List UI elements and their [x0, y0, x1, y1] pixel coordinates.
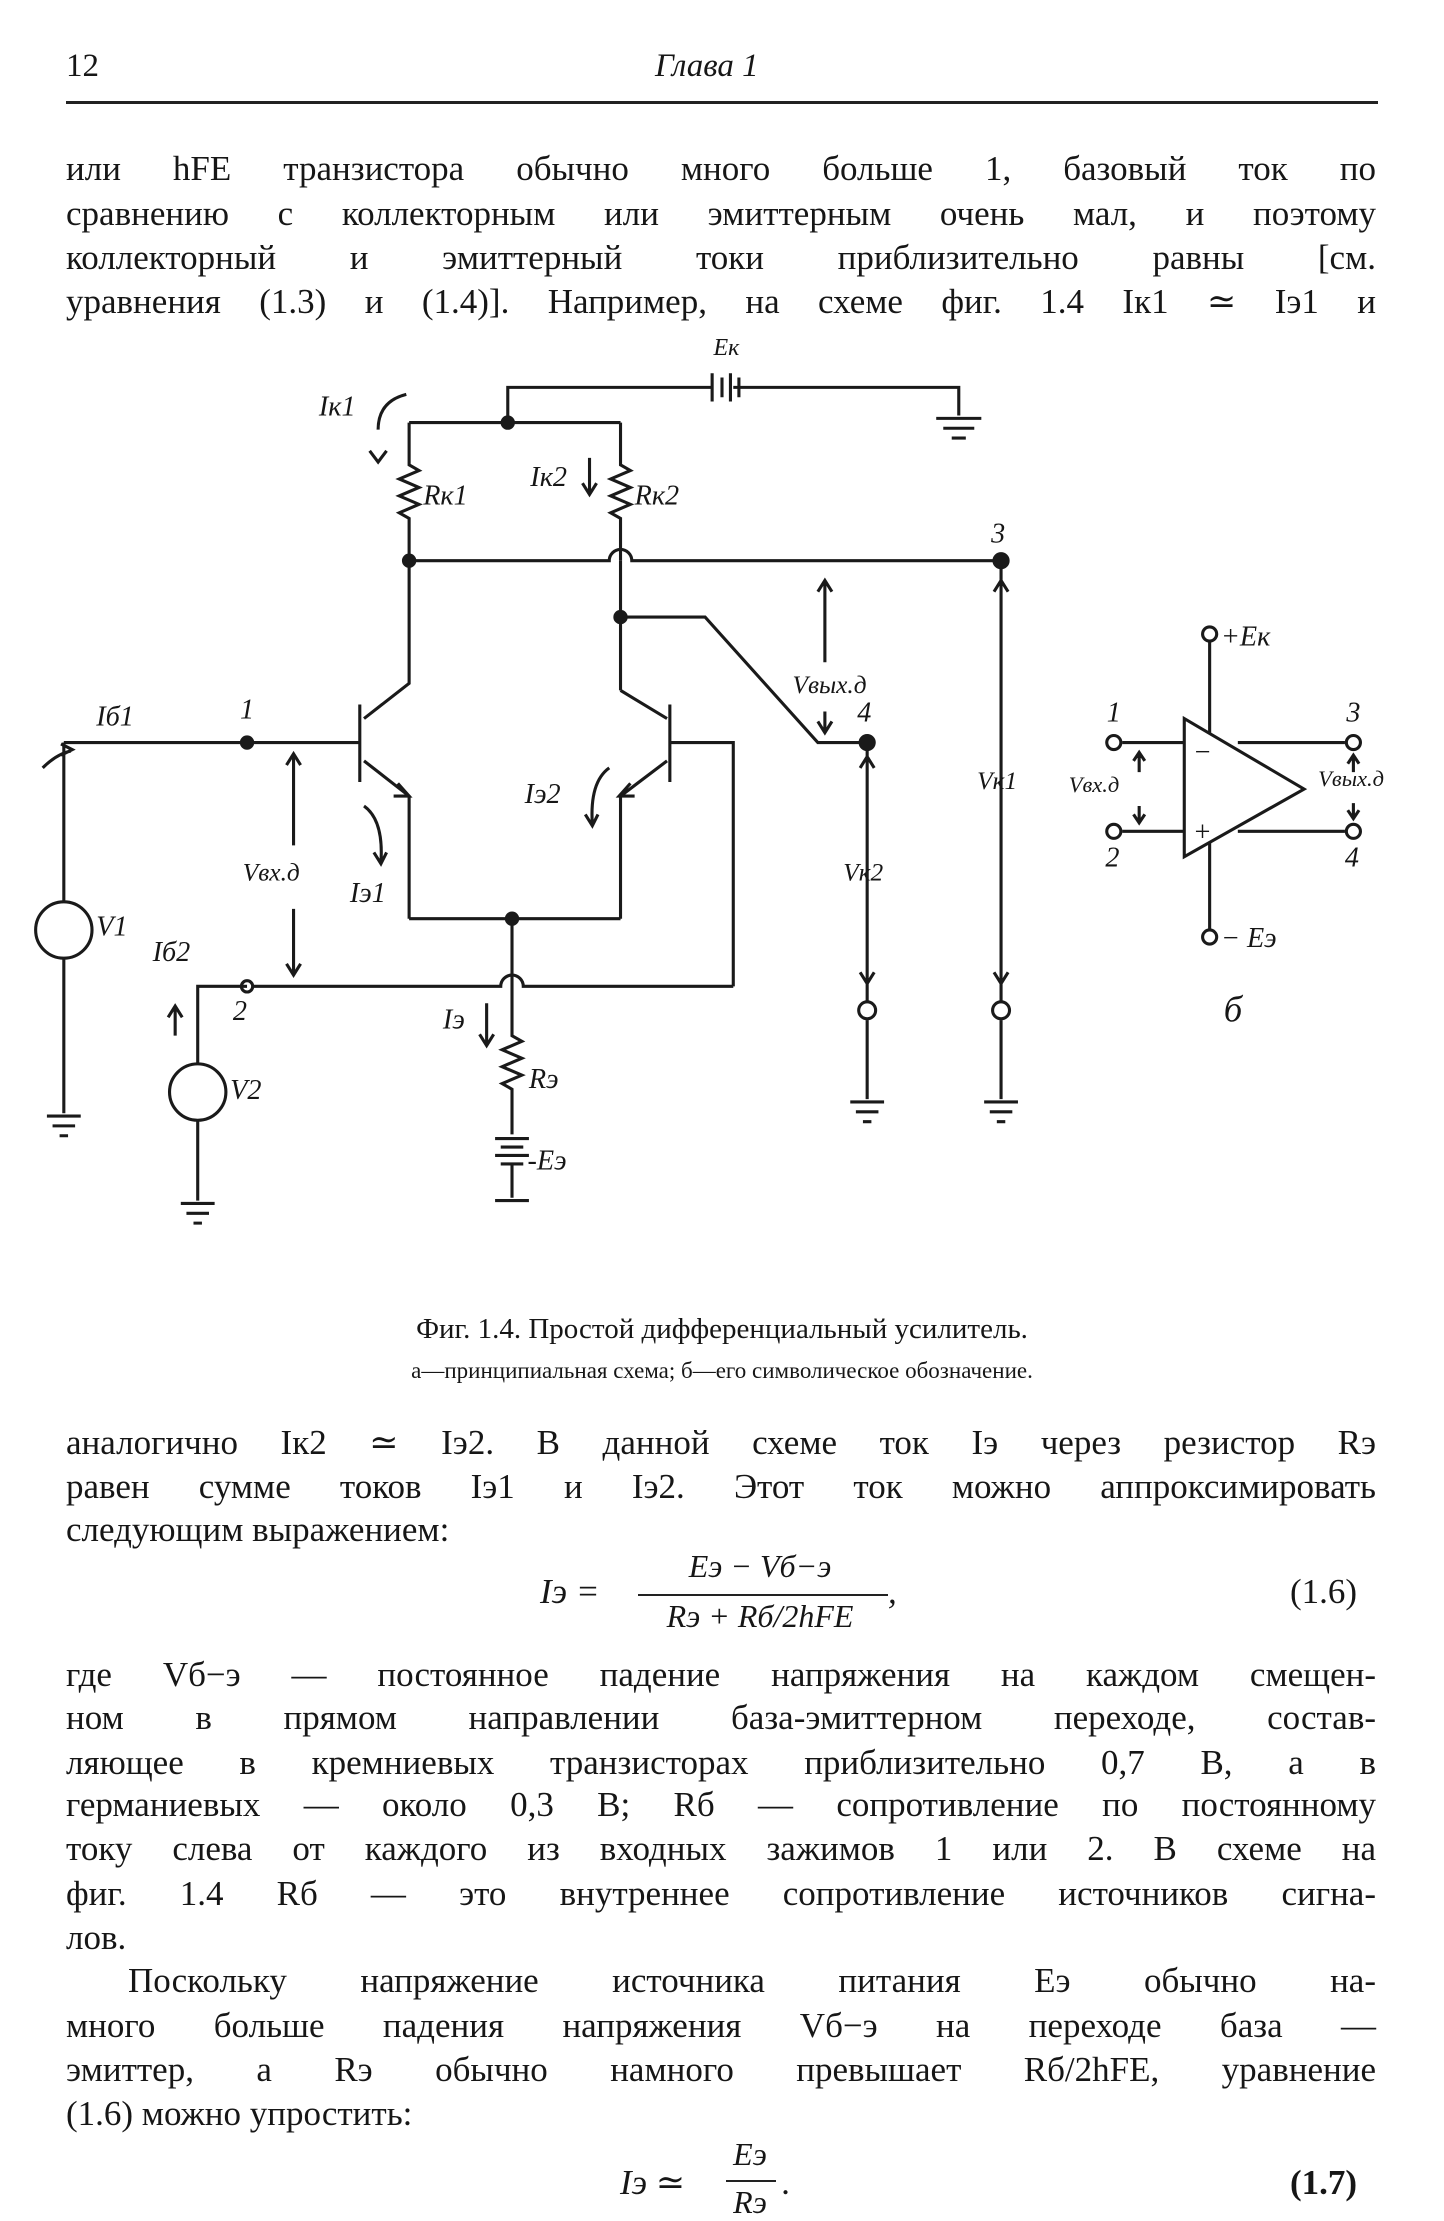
label-node-1: 1 — [240, 695, 254, 726]
label-ik2: Iк2 — [529, 462, 567, 493]
figure-caption-title: Фиг. 1.4. Простой дифференциальный усили… — [416, 1313, 1028, 1345]
body-line: фиг. 1.4 Rб — это внутреннее сопротивлен… — [66, 1874, 1376, 1913]
page-number: 12 — [66, 48, 99, 84]
label-re: Rэ — [528, 1064, 559, 1095]
body-line: сравнению с коллекторным или эмиттерным … — [66, 194, 1376, 233]
inverting-sign: − — [1193, 737, 1212, 768]
label-vin: Vвх.д — [243, 859, 300, 887]
body-line: (1.6) можно упростить: — [66, 2094, 413, 2133]
label-ek: Eк — [713, 335, 741, 361]
body-line: эмиттер, а Rэ обычно намного превышает R… — [66, 2050, 1376, 2089]
body-line: току слева от каждого из входных зажимов… — [66, 1829, 1376, 1868]
body-line: равен сумме токов Iэ1 и Iэ2. Этот ток мо… — [66, 1467, 1376, 1506]
label-vk1: Vк1 — [977, 767, 1017, 795]
running-header: Глава 1 — [655, 48, 759, 84]
label-sym-vin: Vвх.д — [1069, 772, 1120, 797]
label-minus-ee: -Eэ — [528, 1146, 567, 1177]
body-line: где Vб−э — постоянное падение напряжения… — [66, 1655, 1376, 1694]
label-ie1: Iэ1 — [349, 878, 386, 909]
header-rule — [66, 101, 1378, 104]
differential-amplifier-figure: Eк Iк1 Rк1 Iк2 Rк2 3 4 Vвых.д Iэ1 Iэ2 Iб… — [34, 335, 1384, 1264]
body-line: коллекторный и эмиттерный токи приблизит… — [66, 238, 1376, 277]
label-rk1: Rк1 — [422, 480, 467, 511]
subfigure-label-b: б — [1224, 989, 1244, 1030]
body-line: или hFE транзистора обычно много больше … — [66, 149, 1376, 188]
body-line: германиевых — около 0,3 В; Rб — сопротив… — [66, 1785, 1376, 1824]
body-line: много больше падения напряжения Vб−э на … — [66, 2006, 1376, 2045]
label-sym-2: 2 — [1105, 843, 1119, 874]
label-node-4: 4 — [857, 697, 871, 728]
label-rk2: Rк2 — [634, 480, 679, 511]
label-plus-ek: +Eк — [1221, 621, 1271, 652]
body-line: уравнения (1.3) и (1.4)]. Например, на с… — [66, 282, 1376, 321]
label-node-2: 2 — [233, 996, 247, 1027]
body-line: следующим выражением: — [66, 1510, 450, 1549]
opamp-symbol — [1105, 625, 1362, 946]
label-vk2: Vк2 — [843, 859, 883, 887]
label-sym-3: 3 — [1345, 697, 1360, 728]
label-sym-minus-ee: − Eэ — [1221, 923, 1277, 954]
label-node-3: 3 — [990, 518, 1005, 549]
figure-caption-sub: а—принципиальная схема; б—его символичес… — [411, 1358, 1033, 1383]
label-v1: V1 — [96, 912, 127, 943]
label-vout: Vвых.д — [792, 671, 866, 699]
body-line: ном в прямом направлении база-эмиттерном… — [66, 1698, 1376, 1737]
label-ie: Iэ — [442, 1005, 465, 1036]
body-line: аналогично Iк2 ≃ Iэ2. В данной схеме ток… — [66, 1423, 1376, 1462]
label-ik1: Iк1 — [318, 392, 356, 423]
body-line: ляющее в кремниевых транзисторах приблиз… — [66, 1743, 1376, 1782]
body-line: лов. — [66, 1918, 127, 1957]
label-sym-vout: Vвых.д — [1318, 766, 1384, 791]
label-ie2: Iэ2 — [524, 779, 561, 810]
subfigure-label-a: a — [571, 1259, 594, 1264]
label-ib1: Iб1 — [95, 702, 134, 733]
label-ib2: Iб2 — [152, 937, 191, 968]
noninverting-sign: + — [1193, 817, 1212, 848]
label-v2: V2 — [230, 1075, 261, 1106]
body-line: Поскольку напряжение источника питания E… — [128, 1961, 1376, 2000]
label-sym-1: 1 — [1107, 697, 1121, 728]
label-sym-4: 4 — [1345, 843, 1359, 874]
